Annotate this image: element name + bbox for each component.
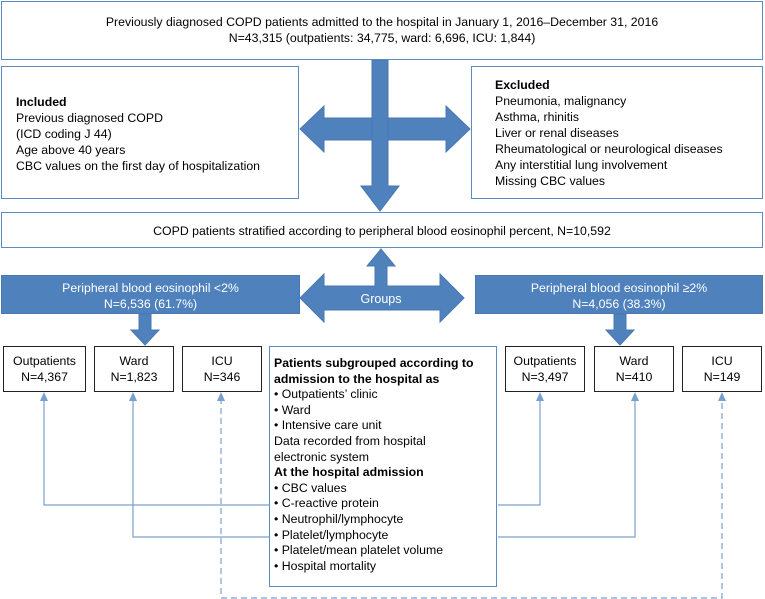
excluded-box: Excluded Pneumonia, malignancy Asthma, r… bbox=[471, 66, 763, 199]
low-group-down-arrow bbox=[129, 313, 161, 346]
high-icu-box: ICU N=149 bbox=[682, 346, 762, 392]
arrowhead-icu-high bbox=[718, 392, 726, 401]
admission-item: Outpatients’ clinic bbox=[274, 387, 496, 403]
low-outpatients-box: Outpatients N=4,367 bbox=[3, 346, 86, 392]
excluded-item: Rheumatological or neurological diseases bbox=[495, 142, 723, 156]
arrowhead-outpatients-high bbox=[536, 392, 544, 401]
high-group-line-1: Peripheral blood eosinophil ≥2% bbox=[530, 281, 708, 295]
measure-item: CBC values bbox=[274, 481, 496, 497]
details-title-2: admission to the hospital as bbox=[274, 371, 440, 386]
subgroup-n: N=149 bbox=[703, 370, 741, 384]
included-item: CBC values on the first day of hospitali… bbox=[16, 159, 261, 173]
measure-item: Hospital mortality bbox=[274, 559, 496, 575]
excluded-item: Pneumonia, malignancy bbox=[495, 94, 627, 108]
excluded-item: Asthma, rhinitis bbox=[495, 110, 580, 124]
low-ward-box: Ward N=1,823 bbox=[94, 346, 174, 392]
subgroup-n: N=346 bbox=[203, 370, 241, 384]
arrowhead-outpatients-low bbox=[40, 392, 48, 401]
included-title: Included bbox=[16, 95, 67, 109]
subgroup-label: Ward bbox=[119, 354, 149, 368]
at-admission-heading: At the hospital admission bbox=[274, 465, 424, 480]
high-group-down-arrow bbox=[604, 313, 636, 346]
arrowhead-icu-low bbox=[217, 392, 225, 401]
data-source-line-2: electronic system bbox=[274, 449, 369, 464]
subgroup-label: Ward bbox=[619, 354, 649, 368]
subgroup-label: Outpatients bbox=[513, 354, 577, 368]
admission-item: Ward bbox=[274, 403, 496, 419]
measure-item: Platelet/lymphocyte bbox=[274, 528, 496, 544]
excluded-arrow bbox=[387, 104, 471, 154]
subgroup-label: Outpatients bbox=[13, 354, 76, 368]
ward-high-connector bbox=[498, 398, 636, 538]
low-icu-box: ICU N=346 bbox=[182, 346, 262, 392]
subgroup-n: N=3,497 bbox=[521, 370, 569, 384]
stratified-box: COPD patients stratified according to pe… bbox=[1, 212, 763, 248]
ward-low-connector bbox=[132, 398, 273, 538]
included-arrow bbox=[299, 104, 373, 154]
arrowhead-ward-low bbox=[129, 392, 137, 401]
low-group-line-1: Peripheral blood eosinophil <2% bbox=[62, 281, 239, 295]
data-source-line-1: Data recorded from hospital bbox=[274, 433, 426, 448]
high-group-line-2: N=4,056 (38.3%) bbox=[572, 297, 666, 311]
included-item: Age above 40 years bbox=[16, 143, 126, 157]
excluded-item: Liver or renal diseases bbox=[495, 126, 619, 140]
measure-item: C-reactive protein bbox=[274, 496, 496, 512]
icu-dashed-connector bbox=[220, 398, 723, 599]
subgroup-label: ICU bbox=[211, 354, 233, 368]
cohort-box: Previously diagnosed COPD patients admit… bbox=[1, 1, 763, 60]
high-outpatients-box: Outpatients N=3,497 bbox=[505, 346, 585, 392]
measure-item: Platelet/mean platelet volume bbox=[274, 543, 496, 559]
subgroup-n: N=1,823 bbox=[110, 370, 158, 384]
low-eosinophil-group: Peripheral blood eosinophil <2% N=6,536 … bbox=[1, 275, 300, 314]
high-eosinophil-group: Peripheral blood eosinophil ≥2% N=4,056 … bbox=[475, 275, 763, 314]
included-item: (ICD coding J 44) bbox=[16, 127, 112, 141]
stratified-text: COPD patients stratified according to pe… bbox=[153, 224, 611, 238]
outpatients-low-connector bbox=[43, 398, 273, 506]
subgroup-details-box: Patients subgrouped according to admissi… bbox=[269, 346, 497, 587]
subgroup-n: N=410 bbox=[615, 370, 653, 384]
arrowhead-ward-high bbox=[631, 392, 639, 401]
groups-label: Groups bbox=[360, 292, 402, 306]
subgroup-label: ICU bbox=[711, 354, 733, 368]
excluded-item: Any interstitial lung involvement bbox=[495, 158, 668, 172]
high-ward-box: Ward N=410 bbox=[594, 346, 674, 392]
groups-arrow bbox=[299, 248, 465, 324]
admission-item: Intensive care unit bbox=[274, 418, 496, 434]
subgroup-n: N=4,367 bbox=[21, 370, 68, 384]
excluded-title: Excluded bbox=[495, 78, 550, 92]
measure-item: Neutrophil/lymphocyte bbox=[274, 512, 496, 528]
low-group-line-2: N=6,536 (61.7%) bbox=[103, 297, 198, 311]
main-down-arrow bbox=[359, 59, 401, 212]
included-item: Previous diagnosed COPD bbox=[16, 111, 163, 125]
cohort-line-2: N=43,315 (outpatients: 34,775, ward: 6,6… bbox=[228, 31, 536, 45]
excluded-item: Missing CBC values bbox=[495, 174, 606, 188]
included-box: Included Previous diagnosed COPD (ICD co… bbox=[1, 66, 299, 199]
details-title-1: Patients subgrouped according to bbox=[274, 356, 474, 370]
outpatients-high-connector bbox=[498, 398, 541, 506]
cohort-line-1: Previously diagnosed COPD patients admit… bbox=[105, 15, 659, 29]
